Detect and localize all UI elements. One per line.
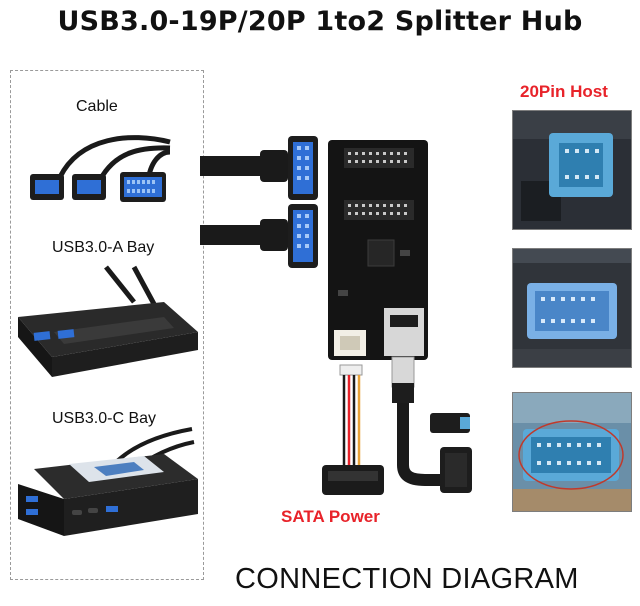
dual-usb-cable-icon xyxy=(30,135,171,202)
a-bay-panel-icon xyxy=(18,265,198,377)
sata-power-label: SATA Power xyxy=(281,507,380,526)
c-bay-label: USB3.0-C Bay xyxy=(52,410,157,427)
host-label: 20Pin Host xyxy=(520,82,608,101)
page-title: USB3.0-19P/20P 1to2 Splitter Hub xyxy=(57,6,583,37)
motherboard-header-photo-3-icon xyxy=(513,393,631,511)
power-and-adapter-cables-icon xyxy=(322,356,472,495)
a-bay-label: USB3.0-A Bay xyxy=(52,239,155,256)
connection-diagram-caption: CONNECTION DIAGRAM xyxy=(235,563,579,595)
host-header-photo-3 xyxy=(512,392,632,512)
cable-label: Cable xyxy=(76,98,118,115)
splitter-board-icon xyxy=(328,140,428,360)
c-bay-panel-icon xyxy=(18,427,198,536)
accessory-panel xyxy=(10,70,204,580)
motherboard-header-photo-2-icon xyxy=(513,249,631,367)
splitter-cable-icon xyxy=(200,136,318,268)
host-header-photo-1 xyxy=(512,110,632,230)
motherboard-header-photo-1-icon xyxy=(513,111,631,229)
host-header-photo-2 xyxy=(512,248,632,368)
